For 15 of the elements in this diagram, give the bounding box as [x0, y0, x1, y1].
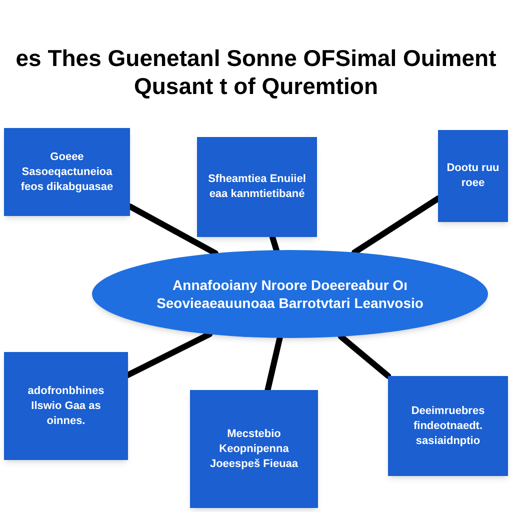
box-text: Mecstebio Keopnipenna Joeespeš Fieuaa	[208, 426, 300, 472]
topic-box	[197, 137, 317, 237]
box-text: Dootu ruu roee	[446, 161, 500, 191]
topic-box	[388, 376, 508, 476]
box-text: Annafooiany Nroore Doeereabur Oı Seovieaeauunoaa Barrotvtari Leanvosio	[156, 276, 424, 312]
box-text: Goeee Sasoeqactuneioa feos dikabguasae	[20, 150, 114, 194]
topic-box	[438, 130, 508, 222]
box-text: Deeimruebres findeotnaedt. sasiaidnptio	[410, 404, 486, 448]
box-text: adofronbhines Ilswio Gaa as oinnes.	[26, 384, 106, 428]
topic-box	[4, 352, 128, 460]
box-text: Sfheamtiea Enuiiel eaa kanmtietibané	[207, 172, 307, 202]
connector-line	[338, 334, 392, 379]
title: es Thes Guenetanl Sonne OFSimal Ouiment Qusant t of Quremtion	[14, 44, 498, 100]
topic-box	[4, 128, 130, 216]
topic-box	[190, 390, 318, 508]
